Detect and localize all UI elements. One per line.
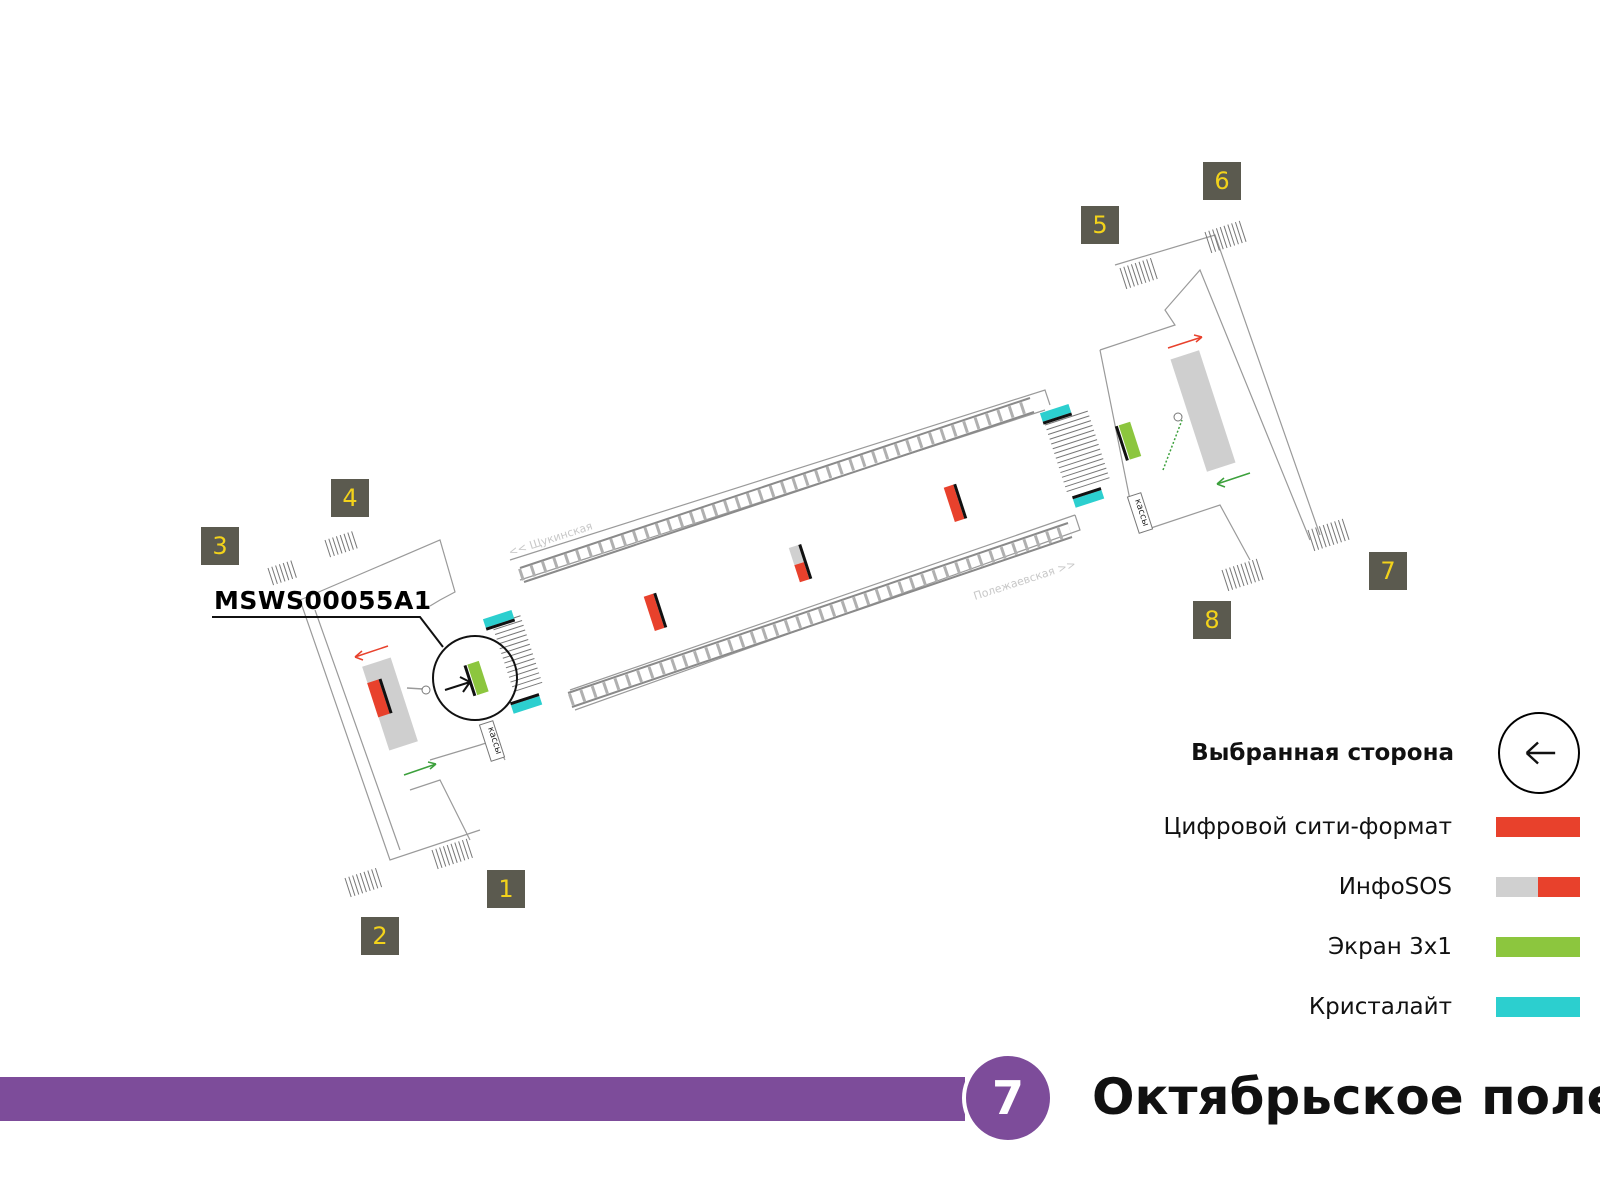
arrow-red-right bbox=[1167, 334, 1203, 349]
stairs-exit6 bbox=[1204, 220, 1247, 254]
exit-5-badge: 5 bbox=[1081, 206, 1119, 244]
legend-label-city-format: Цифровой сити-формат bbox=[1163, 814, 1452, 840]
track-bottom bbox=[567, 522, 1073, 708]
stairs-exit2 bbox=[344, 867, 383, 898]
exit-3-badge: 3 bbox=[201, 527, 239, 565]
swatch-infosos bbox=[1496, 877, 1580, 897]
track-top-outer bbox=[509, 389, 1051, 561]
panel-screen-3x1-selected bbox=[463, 660, 489, 697]
exit-2-badge: 2 bbox=[361, 917, 399, 955]
stairs-exit3 bbox=[267, 560, 297, 586]
stairs-exit1 bbox=[431, 838, 473, 870]
legend-selected-side-label: Выбранная сторона bbox=[1191, 740, 1454, 766]
exit-8-badge: 8 bbox=[1193, 601, 1231, 639]
legend-selected-side: Выбранная сторона bbox=[1191, 712, 1580, 794]
panel-crystalite-2 bbox=[510, 693, 543, 714]
legend-label-screen-3x1: Экран 3x1 bbox=[1328, 934, 1452, 960]
selected-panel-arrow-icon bbox=[444, 676, 471, 693]
arrow-red-left bbox=[354, 645, 389, 661]
left-arrow-icon bbox=[1525, 741, 1556, 765]
right-structure bbox=[1170, 350, 1236, 472]
selected-panel-circle bbox=[432, 635, 518, 721]
callout-leader-line bbox=[212, 616, 444, 648]
left-vestibule-outer bbox=[299, 599, 481, 861]
node-right bbox=[1173, 412, 1183, 422]
legend-item-city-format: Цифровой сити-формат bbox=[1164, 814, 1580, 840]
panel-city-format-left-vestibule bbox=[367, 678, 393, 718]
line-number-badge: 7 bbox=[962, 1052, 1054, 1144]
dotted-path-right bbox=[1162, 419, 1183, 471]
swatch-screen-3x1 bbox=[1496, 937, 1580, 957]
direction-label-bottom: Полежаевская >> bbox=[972, 558, 1077, 603]
connector-left bbox=[406, 687, 424, 690]
legend-label-infosos: ИнфоSOS bbox=[1338, 874, 1452, 900]
direction-label-top: << Щукинская bbox=[507, 519, 594, 558]
selected-panel-id: MSWS00055A1 bbox=[214, 586, 432, 615]
right-vestibule-outer bbox=[1099, 268, 1311, 541]
metro-line-bar bbox=[0, 1077, 965, 1121]
exit-6-badge: 6 bbox=[1203, 162, 1241, 200]
cashier-left: кассы bbox=[478, 720, 506, 762]
panel-crystalite-4 bbox=[1072, 487, 1105, 508]
station-name: Октябрьское поле bbox=[1092, 1068, 1600, 1126]
platform-bottom-edge bbox=[569, 514, 1076, 691]
left-vestibule-wall bbox=[299, 539, 456, 607]
escalator-left bbox=[491, 615, 543, 693]
left-exit1-passage bbox=[409, 779, 471, 841]
panel-screen-3x1-right bbox=[1114, 421, 1142, 461]
arrow-green-left bbox=[403, 761, 437, 776]
node-left bbox=[421, 685, 431, 695]
left-structure bbox=[362, 657, 418, 751]
track-top bbox=[518, 397, 1035, 583]
panel-city-format-1 bbox=[643, 592, 668, 631]
right-exit8-passage bbox=[1144, 504, 1251, 561]
right-vestibule-top bbox=[1114, 234, 1321, 536]
left-vestibule-inner bbox=[314, 609, 401, 851]
exit-4-badge: 4 bbox=[331, 479, 369, 517]
selected-side-circle bbox=[1498, 712, 1580, 794]
legend-item-crystalite: Кристалайт bbox=[1309, 994, 1580, 1020]
legend-item-infosos: ИнфоSOS bbox=[1339, 874, 1580, 900]
panel-crystalite-1 bbox=[482, 609, 516, 631]
stairs-exit7 bbox=[1307, 518, 1350, 552]
swatch-city-format bbox=[1496, 817, 1580, 837]
stairs-exit4 bbox=[324, 531, 358, 558]
escalator-right bbox=[1044, 410, 1110, 493]
track-bottom-outer bbox=[574, 514, 1081, 711]
legend-label-crystalite: Кристалайт bbox=[1308, 994, 1452, 1020]
panel-crystalite-3 bbox=[1039, 403, 1073, 425]
cashier-right: кассы bbox=[1126, 492, 1154, 534]
stairs-exit5 bbox=[1119, 257, 1158, 290]
exit-1-badge: 1 bbox=[487, 870, 525, 908]
stairs-exit8 bbox=[1221, 558, 1264, 592]
panel-city-format-2 bbox=[943, 483, 968, 522]
exit-7-badge: 7 bbox=[1369, 552, 1407, 590]
legend-item-screen-3x1: Экран 3x1 bbox=[1328, 934, 1580, 960]
arrow-green-right bbox=[1216, 472, 1251, 488]
panel-infosos bbox=[788, 544, 813, 583]
swatch-crystalite bbox=[1496, 997, 1580, 1017]
